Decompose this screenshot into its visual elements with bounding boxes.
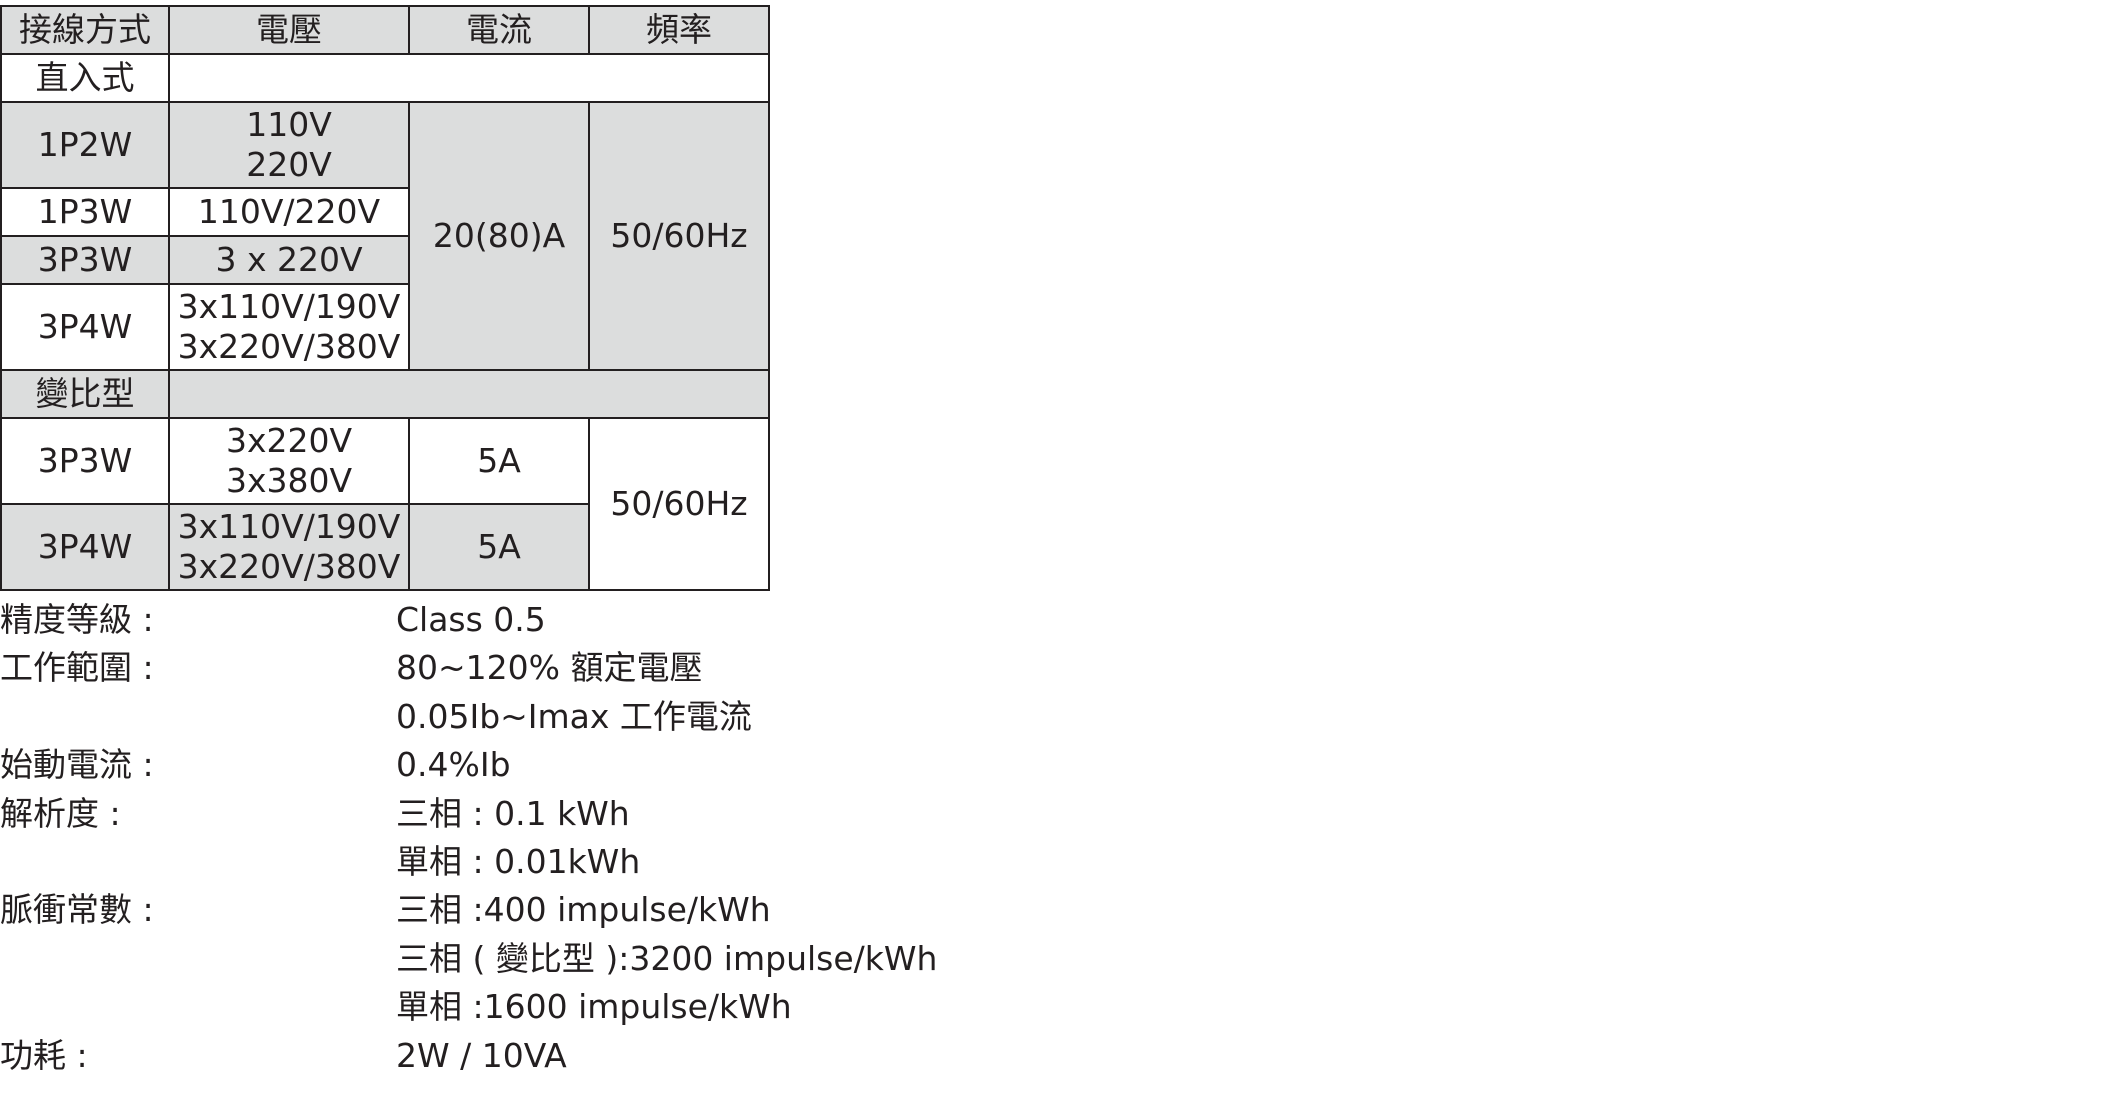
cell-mode: 1P3W xyxy=(0,187,170,237)
cell-voltage: 3x220V 3x380V xyxy=(168,417,410,505)
spec-label-pulse-constant: 脈衝常數 : xyxy=(0,890,154,930)
spec-value: 0.05Ib~Imax 工作電流 xyxy=(396,696,752,736)
cell-voltage: 3x110V/190V 3x220V/380V xyxy=(168,503,410,591)
cell-voltage: 110V/220V xyxy=(168,187,410,237)
spec-line: 單相 : 0.01kWh xyxy=(0,838,1000,886)
cell-current: 5A xyxy=(408,417,590,505)
cell-current: 20(80)A xyxy=(408,101,590,371)
spec-line: 精度等級 : Class 0.5 xyxy=(0,596,1000,644)
spec-line: 功耗 : 2W / 10VA xyxy=(0,1032,1000,1080)
spec-value: 80~120% 額定電壓 xyxy=(396,648,703,688)
table-row: 3P3W 3x220V 3x380V 5A 50/60Hz xyxy=(0,417,770,591)
section-title: 變比型 xyxy=(0,369,170,419)
table-row: 3P4W 3x110V/190V 3x220V/380V xyxy=(0,283,769,371)
cell-frequency: 50/60Hz xyxy=(588,417,770,591)
voltage-line: 3x110V/190V xyxy=(177,287,401,326)
spec-line: 解析度 : 三相 : 0.1 kWh xyxy=(0,790,1000,838)
section-title-blank xyxy=(168,53,770,103)
spec-value: 三相 : 0.1 kWh xyxy=(396,793,630,833)
table-row: 3P4W 3x110V/190V 3x220V/380V 5A xyxy=(0,503,769,591)
voltage-line: 3x110V/190V xyxy=(177,507,401,546)
spec-value: 0.4%Ib xyxy=(396,745,511,785)
cell-voltage: 3 x 220V xyxy=(168,235,410,285)
spec-line: 脈衝常數 : 三相 :400 impulse/kWh xyxy=(0,886,1000,934)
header-voltage: 電壓 xyxy=(168,5,410,55)
header-frequency: 頻率 xyxy=(588,5,770,55)
spec-line: 0.05Ib~Imax 工作電流 xyxy=(0,693,1000,741)
spec-table: 接線方式 電壓 電流 頻率 直入式 1P2W 110V 220V 20(80)A… xyxy=(0,5,770,591)
voltage-line: 3x220V/380V xyxy=(177,327,401,366)
voltage-line: 3 x 220V xyxy=(215,240,363,279)
header-current: 電流 xyxy=(408,5,590,55)
spec-value: Class 0.5 xyxy=(396,600,546,639)
voltage-line: 3x220V xyxy=(225,421,353,460)
section-title-row: 變比型 xyxy=(0,369,770,419)
spec-value: 三相 ( 變比型 ):3200 impulse/kWh xyxy=(396,938,938,978)
spec-value: 單相 : 0.01kWh xyxy=(396,841,641,881)
cell-mode: 3P4W xyxy=(0,283,170,371)
spec-label-operating-range: 工作範圍 : xyxy=(0,648,154,688)
header-mode: 接線方式 xyxy=(0,5,170,55)
spec-value: 單相 :1600 impulse/kWh xyxy=(396,987,792,1027)
table-row: 1P3W 110V/220V xyxy=(0,187,769,237)
spec-line: 單相 :1600 impulse/kWh xyxy=(0,983,1000,1031)
section-title: 直入式 xyxy=(0,53,170,103)
spec-label-accuracy: 精度等級 : xyxy=(0,600,154,639)
cell-mode: 3P3W xyxy=(0,235,170,285)
table-header-row: 接線方式 電壓 電流 頻率 xyxy=(0,5,770,55)
cell-mode: 3P3W xyxy=(0,417,170,505)
spec-label-power-consumption: 功耗 : xyxy=(0,1035,88,1075)
cell-voltage: 3x110V/190V 3x220V/380V xyxy=(168,283,410,371)
cell-mode: 1P2W xyxy=(0,101,170,189)
cell-frequency: 50/60Hz xyxy=(588,101,770,371)
spec-line: 三相 ( 變比型 ):3200 impulse/kWh xyxy=(0,935,1000,983)
voltage-line: 3x220V/380V xyxy=(177,547,401,586)
spec-label-starting-current: 始動電流 : xyxy=(0,745,154,785)
table-row: 1P2W 110V 220V 20(80)A 50/60Hz xyxy=(0,101,770,371)
voltage-line: 110V/220V xyxy=(197,192,381,231)
table-row: 3P3W 3 x 220V xyxy=(0,235,769,285)
spec-value: 三相 :400 impulse/kWh xyxy=(396,890,771,930)
spec-value: 2W / 10VA xyxy=(396,1035,567,1075)
section-title-blank xyxy=(168,369,770,419)
voltage-line: 3x380V xyxy=(225,461,353,500)
spec-line: 始動電流 : 0.4%Ib xyxy=(0,741,1000,789)
voltage-line: 220V xyxy=(246,145,332,184)
spec-label-resolution: 解析度 : xyxy=(0,793,121,833)
cell-current: 5A xyxy=(408,503,590,591)
spec-list: 精度等級 : Class 0.5 工作範圍 : 80~120% 額定電壓 0.0… xyxy=(0,596,1000,1080)
cell-mode: 3P4W xyxy=(0,503,170,591)
spec-line: 工作範圍 : 80~120% 額定電壓 xyxy=(0,644,1000,692)
voltage-line: 110V xyxy=(246,105,332,144)
cell-voltage: 110V 220V xyxy=(168,101,410,189)
section-title-row: 直入式 xyxy=(0,53,770,103)
